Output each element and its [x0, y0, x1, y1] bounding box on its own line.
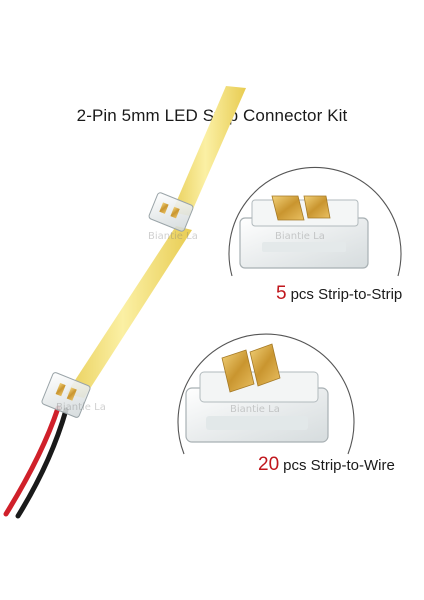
- frame-arc-top: [228, 167, 402, 277]
- strip-to-strip-connector: [239, 195, 369, 269]
- watermark: Biantie La: [56, 402, 106, 413]
- wire-connector-inline: [41, 372, 91, 418]
- quantity-strip-to-wire: 20: [258, 454, 280, 475]
- label-strip-to-strip: pcs Strip-to-Strip: [290, 286, 403, 303]
- wire-pair: [3, 405, 69, 519]
- frame-arc-bottom: [177, 333, 355, 455]
- led-strip: [66, 86, 246, 398]
- strip-to-wire-connector: [185, 343, 329, 443]
- strip-connector-inline: [148, 192, 194, 232]
- quantity-strip-to-strip: 5: [276, 283, 287, 304]
- label-strip-to-wire: pcs Strip-to-Wire: [283, 457, 395, 474]
- watermark: Biantie La: [148, 231, 198, 242]
- watermark: Biantie La: [230, 404, 280, 415]
- watermark: Biantie La: [275, 231, 325, 242]
- product-title: 2-Pin 5mm LED Strip Connector Kit: [76, 106, 348, 125]
